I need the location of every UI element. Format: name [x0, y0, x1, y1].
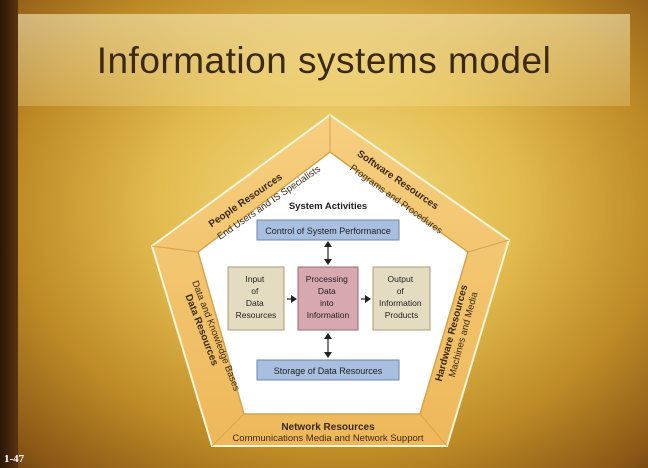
arrow-processing-output [361, 295, 371, 303]
system-activities-title: System Activities [289, 201, 367, 212]
network-resources-subtitle: Communications Media and Network Support [232, 433, 424, 444]
title-band [18, 14, 630, 106]
divider-left [151, 245, 199, 253]
network-resources-title: Network Resources [281, 422, 375, 433]
control-box [256, 219, 400, 241]
arrow-control-processing [324, 241, 332, 265]
output-box [372, 266, 431, 331]
input-box [227, 266, 285, 331]
arrow-processing-storage [324, 333, 332, 358]
processing-box-label: Processing Data into Information [306, 274, 350, 320]
divider-bottom-right [419, 413, 448, 447]
slide-title: Information systems model [96, 40, 552, 81]
storage-box-label: Storage of Data Resources [274, 366, 383, 376]
processing-box [297, 266, 359, 331]
output-box-label: Output of Information Products [379, 274, 424, 320]
input-box-label: Input of Data Resources [236, 274, 277, 320]
arrow-input-processing [287, 295, 297, 303]
slide-left-bar [0, 0, 18, 468]
slide-number: 1-47 [4, 453, 25, 465]
divider-bottom-left [211, 413, 245, 447]
divider-right [467, 239, 510, 253]
control-box-label: Control of System Performance [265, 226, 391, 236]
storage-box [256, 359, 400, 381]
